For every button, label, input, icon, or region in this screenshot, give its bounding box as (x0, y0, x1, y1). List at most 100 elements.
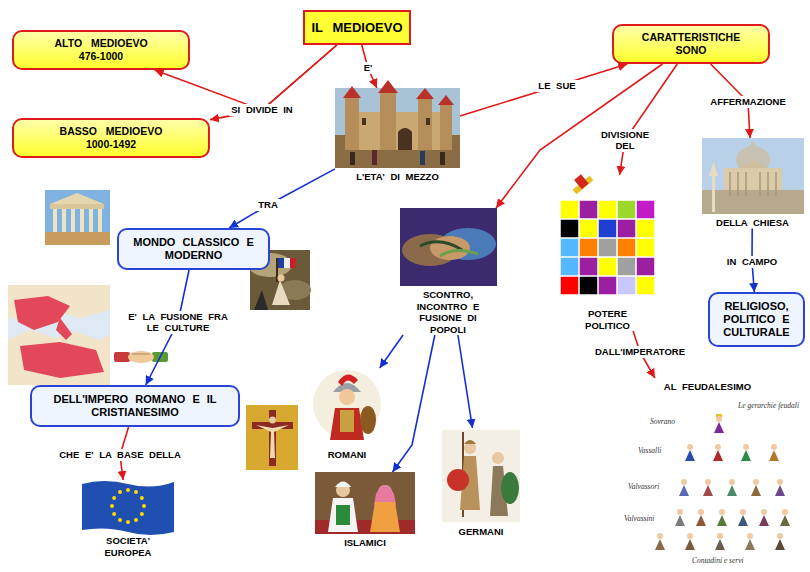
power-grid-picture-part (598, 257, 617, 276)
roman-picture-part (360, 406, 376, 434)
castle-picture-part (438, 95, 454, 105)
castle-picture-part (335, 88, 460, 168)
picture-caption: POTERE POLITICO (573, 308, 643, 331)
concept-text: RELIGIOSO, POLITICO E CULTURALE (718, 300, 795, 339)
power-grid-picture-part (598, 200, 617, 219)
power-grid-picture-part (560, 276, 579, 295)
picture-area (555, 175, 660, 305)
hierarchy-label: Valvassini (624, 514, 654, 523)
picture-node: ROMANI (308, 368, 386, 461)
hierarchy-label: Contadini e servi (692, 556, 744, 565)
feudal-hierarchy-picture-part (775, 479, 785, 496)
hierarchy-label: Sovrano (650, 417, 675, 426)
crucifix-picture-part (246, 405, 298, 470)
map-picture-part (20, 342, 104, 378)
feudal-hierarchy-picture-part (675, 509, 685, 526)
concept-box: IL MEDIOEVO (303, 10, 411, 45)
hands-picture-part (400, 208, 497, 286)
power-grid-picture-part (560, 200, 579, 219)
concept-text: IL MEDIOEVO (311, 20, 403, 35)
feudal-hierarchy-picture (655, 414, 790, 550)
roman-picture-part (313, 370, 381, 438)
feudal-hierarchy-picture-part (696, 509, 706, 526)
islamic-picture (315, 472, 415, 534)
power-grid-picture-part (579, 219, 598, 238)
feudal-hierarchy-picture-part (703, 479, 713, 496)
feudal-hierarchy-picture-part (751, 479, 761, 496)
picture-caption: L'ETA' DI MEZZO (335, 171, 460, 183)
picture-area (82, 480, 174, 532)
parthenon-picture (45, 190, 110, 245)
eu-flag-picture-part (140, 512, 144, 516)
eu-flag-picture-part (112, 496, 116, 500)
crucifix-picture (246, 405, 298, 470)
eu-flag-picture-part (142, 504, 146, 508)
germanic-picture-part (501, 472, 519, 504)
parthenon-picture-part (50, 204, 104, 209)
parthenon-picture-part (50, 193, 104, 204)
power-grid-picture-part (617, 200, 636, 219)
eu-flag-picture-part (82, 481, 174, 535)
hands-picture (400, 208, 497, 286)
power-grid-picture-part (560, 219, 579, 238)
map-picture (8, 285, 110, 385)
picture-caption: SOCIETA' EUROPEA (88, 535, 168, 558)
concept-arrow (210, 45, 337, 120)
hierarchy-label: Valvassori (628, 482, 659, 491)
concept-box: MONDO CLASSICO E MODERNO (117, 228, 270, 270)
parthenon-picture-part (71, 209, 75, 232)
parthenon-picture-part (89, 209, 93, 232)
painting-picture-part (278, 275, 285, 282)
parthenon-picture-part (53, 209, 57, 232)
painting-picture-part (254, 290, 268, 310)
concept-arrow (460, 64, 627, 116)
castle-picture (335, 80, 460, 168)
concept-text: ALTO MEDIOEVO (22, 37, 180, 50)
church-picture-part (738, 160, 768, 168)
castle-picture-part (345, 98, 359, 150)
parthenon-picture-part (80, 209, 84, 232)
hands-picture-part (430, 236, 470, 260)
map-picture-part (8, 285, 110, 385)
power-grid-picture-part (598, 219, 617, 238)
power-grid-picture-part (636, 200, 655, 219)
islamic-picture-part (370, 502, 400, 532)
picture-area (335, 88, 460, 168)
concept-text: 1000-1492 (22, 138, 200, 151)
power-grid-picture-part (560, 257, 579, 276)
eu-flag-picture-part (134, 490, 138, 494)
roman-picture (313, 370, 381, 440)
eu-flag-picture-part (126, 488, 130, 492)
church-picture-part (702, 138, 804, 214)
church-picture-part (709, 162, 718, 176)
castle-picture-part (440, 105, 452, 150)
castle-picture-part (362, 118, 366, 125)
feudal-hierarchy-picture-part (713, 444, 723, 461)
picture-area (308, 368, 386, 446)
connector-label: DIVISIONE DEL (593, 129, 657, 152)
painting-picture-part (290, 258, 296, 268)
germanic-picture (442, 430, 520, 522)
power-grid-picture-part (636, 276, 655, 295)
feudal-hierarchy-picture-part (769, 444, 779, 461)
feudal-hierarchy-picture-part (717, 509, 727, 526)
church-picture-part (730, 172, 776, 196)
connector-label: SI DIVIDE IN (229, 104, 294, 116)
crucifix-picture-part (269, 417, 276, 424)
church-picture-part (712, 176, 715, 212)
church-picture-part (751, 142, 755, 148)
picture-area (315, 472, 415, 534)
picture-caption: SCONTRO, INCONTRO E FUSIONE DI POPOLI (413, 289, 483, 335)
eu-flag-picture-part (118, 518, 122, 522)
connector-label: CHE E' LA BASE DELLA (57, 449, 183, 461)
feudal-hierarchy-picture-part (775, 533, 785, 550)
feudal-hierarchy-picture-part (679, 479, 689, 496)
picture-caption: GERMANI (440, 526, 522, 538)
connector-label: TRA (256, 199, 280, 211)
concept-arrow (458, 335, 473, 428)
power-grid-picture-part (560, 238, 579, 257)
connector-label: LE SUE (536, 80, 577, 92)
concept-box: BASSO MEDIOEVO1000-1492 (12, 118, 210, 158)
